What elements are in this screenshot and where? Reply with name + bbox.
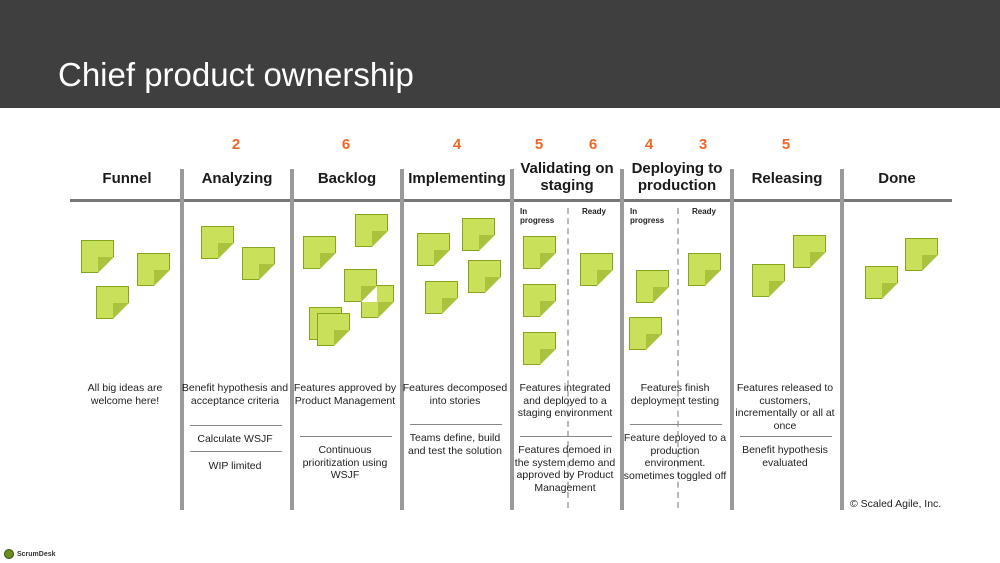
sticky-note[interactable] [865, 266, 898, 299]
sub-label-ready: Ready [581, 207, 606, 216]
description-implementing: Features decomposed into stories [402, 382, 508, 407]
sticky-note[interactable] [355, 214, 388, 247]
description-separator [300, 436, 392, 437]
description-releasing: Features released to customers, incremen… [735, 382, 835, 432]
description-releasing: Benefit hypothesis evaluated [742, 444, 828, 469]
subcolumn-divider [677, 208, 679, 508]
description-deploying: Features finish deployment testing [630, 382, 720, 407]
column-title-deploying: Deploying to production [631, 160, 723, 194]
column-title-analyzing: Analyzing [201, 170, 273, 187]
wip-analyzing: 2 [231, 136, 241, 153]
scrumdesk-logo: ScrumDesk [4, 548, 56, 560]
wip-validating-ready: 6 [588, 136, 598, 153]
logo-icon [4, 549, 14, 559]
sticky-note[interactable] [523, 284, 556, 317]
sticky-note[interactable] [580, 253, 613, 286]
column-title-backlog: Backlog [317, 170, 377, 187]
wip-backlog: 6 [341, 136, 351, 153]
description-backlog: Continuous prioritization using WSJF [302, 444, 388, 481]
description-analyzing: Benefit hypothesis and acceptance criter… [181, 382, 289, 407]
description-separator [190, 425, 282, 426]
column-divider [400, 169, 404, 510]
header-bar: Chief product ownership [0, 0, 1000, 108]
description-analyzing: WIP limited [208, 460, 262, 472]
column-divider [840, 169, 844, 510]
column-divider [730, 169, 734, 510]
description-backlog: Features approved by Product Management [293, 382, 397, 407]
sticky-note[interactable] [905, 238, 938, 271]
description-deploying: Feature deployed to a production environ… [623, 432, 727, 482]
description-separator [410, 424, 502, 425]
sub-label-in-progress: In progress [520, 207, 555, 225]
wip-releasing: 5 [781, 136, 791, 153]
sticky-note[interactable] [523, 332, 556, 365]
description-funnel: All big ideas are welcome here! [87, 382, 163, 407]
sticky-note[interactable] [81, 240, 114, 273]
sticky-note[interactable] [752, 264, 785, 297]
sticky-note[interactable] [242, 247, 275, 280]
sticky-note[interactable] [793, 235, 826, 268]
copyright-text: © Scaled Agile, Inc. [850, 498, 942, 510]
sticky-note[interactable] [96, 286, 129, 319]
sticky-note[interactable] [629, 317, 662, 350]
page-title: Chief product ownership [58, 56, 414, 93]
description-separator [190, 451, 282, 452]
column-title-implementing: Implementing [408, 170, 506, 187]
wip-deploying-in-progress: 4 [644, 136, 654, 153]
description-separator [740, 436, 832, 437]
column-divider [180, 169, 184, 510]
sticky-note[interactable] [425, 281, 458, 314]
column-divider [290, 169, 294, 510]
subcolumn-divider [567, 208, 569, 508]
description-validating: Features integrated and deployed to a st… [517, 382, 613, 419]
description-validating: Features demoed in the system demo and a… [514, 444, 616, 494]
sticky-note[interactable] [303, 236, 336, 269]
sub-label-ready: Ready [691, 207, 716, 216]
description-separator [630, 424, 722, 425]
column-title-done: Done [878, 170, 916, 187]
column-title-funnel: Funnel [102, 170, 152, 187]
description-separator [520, 436, 612, 437]
logo-text: ScrumDesk [17, 550, 56, 558]
sticky-note[interactable] [201, 226, 234, 259]
description-implementing: Teams define, build and test the solutio… [408, 432, 502, 457]
wip-validating-in-progress: 5 [534, 136, 544, 153]
sticky-note[interactable] [417, 233, 450, 266]
sticky-note[interactable] [344, 269, 377, 302]
sub-label-in-progress: In progress [630, 207, 665, 225]
sticky-note[interactable] [523, 236, 556, 269]
column-title-validating: Validating on staging [520, 160, 614, 194]
sticky-note[interactable] [137, 253, 170, 286]
column-divider [620, 169, 624, 510]
sticky-note[interactable] [636, 270, 669, 303]
sticky-note[interactable] [317, 313, 350, 346]
sticky-note[interactable] [468, 260, 501, 293]
column-title-releasing: Releasing [751, 170, 823, 187]
description-analyzing: Calculate WSJF [197, 433, 273, 445]
sticky-note[interactable] [462, 218, 495, 251]
sticky-note[interactable] [688, 253, 721, 286]
wip-deploying-ready: 3 [698, 136, 708, 153]
column-divider [510, 169, 514, 510]
wip-implementing: 4 [452, 136, 462, 153]
